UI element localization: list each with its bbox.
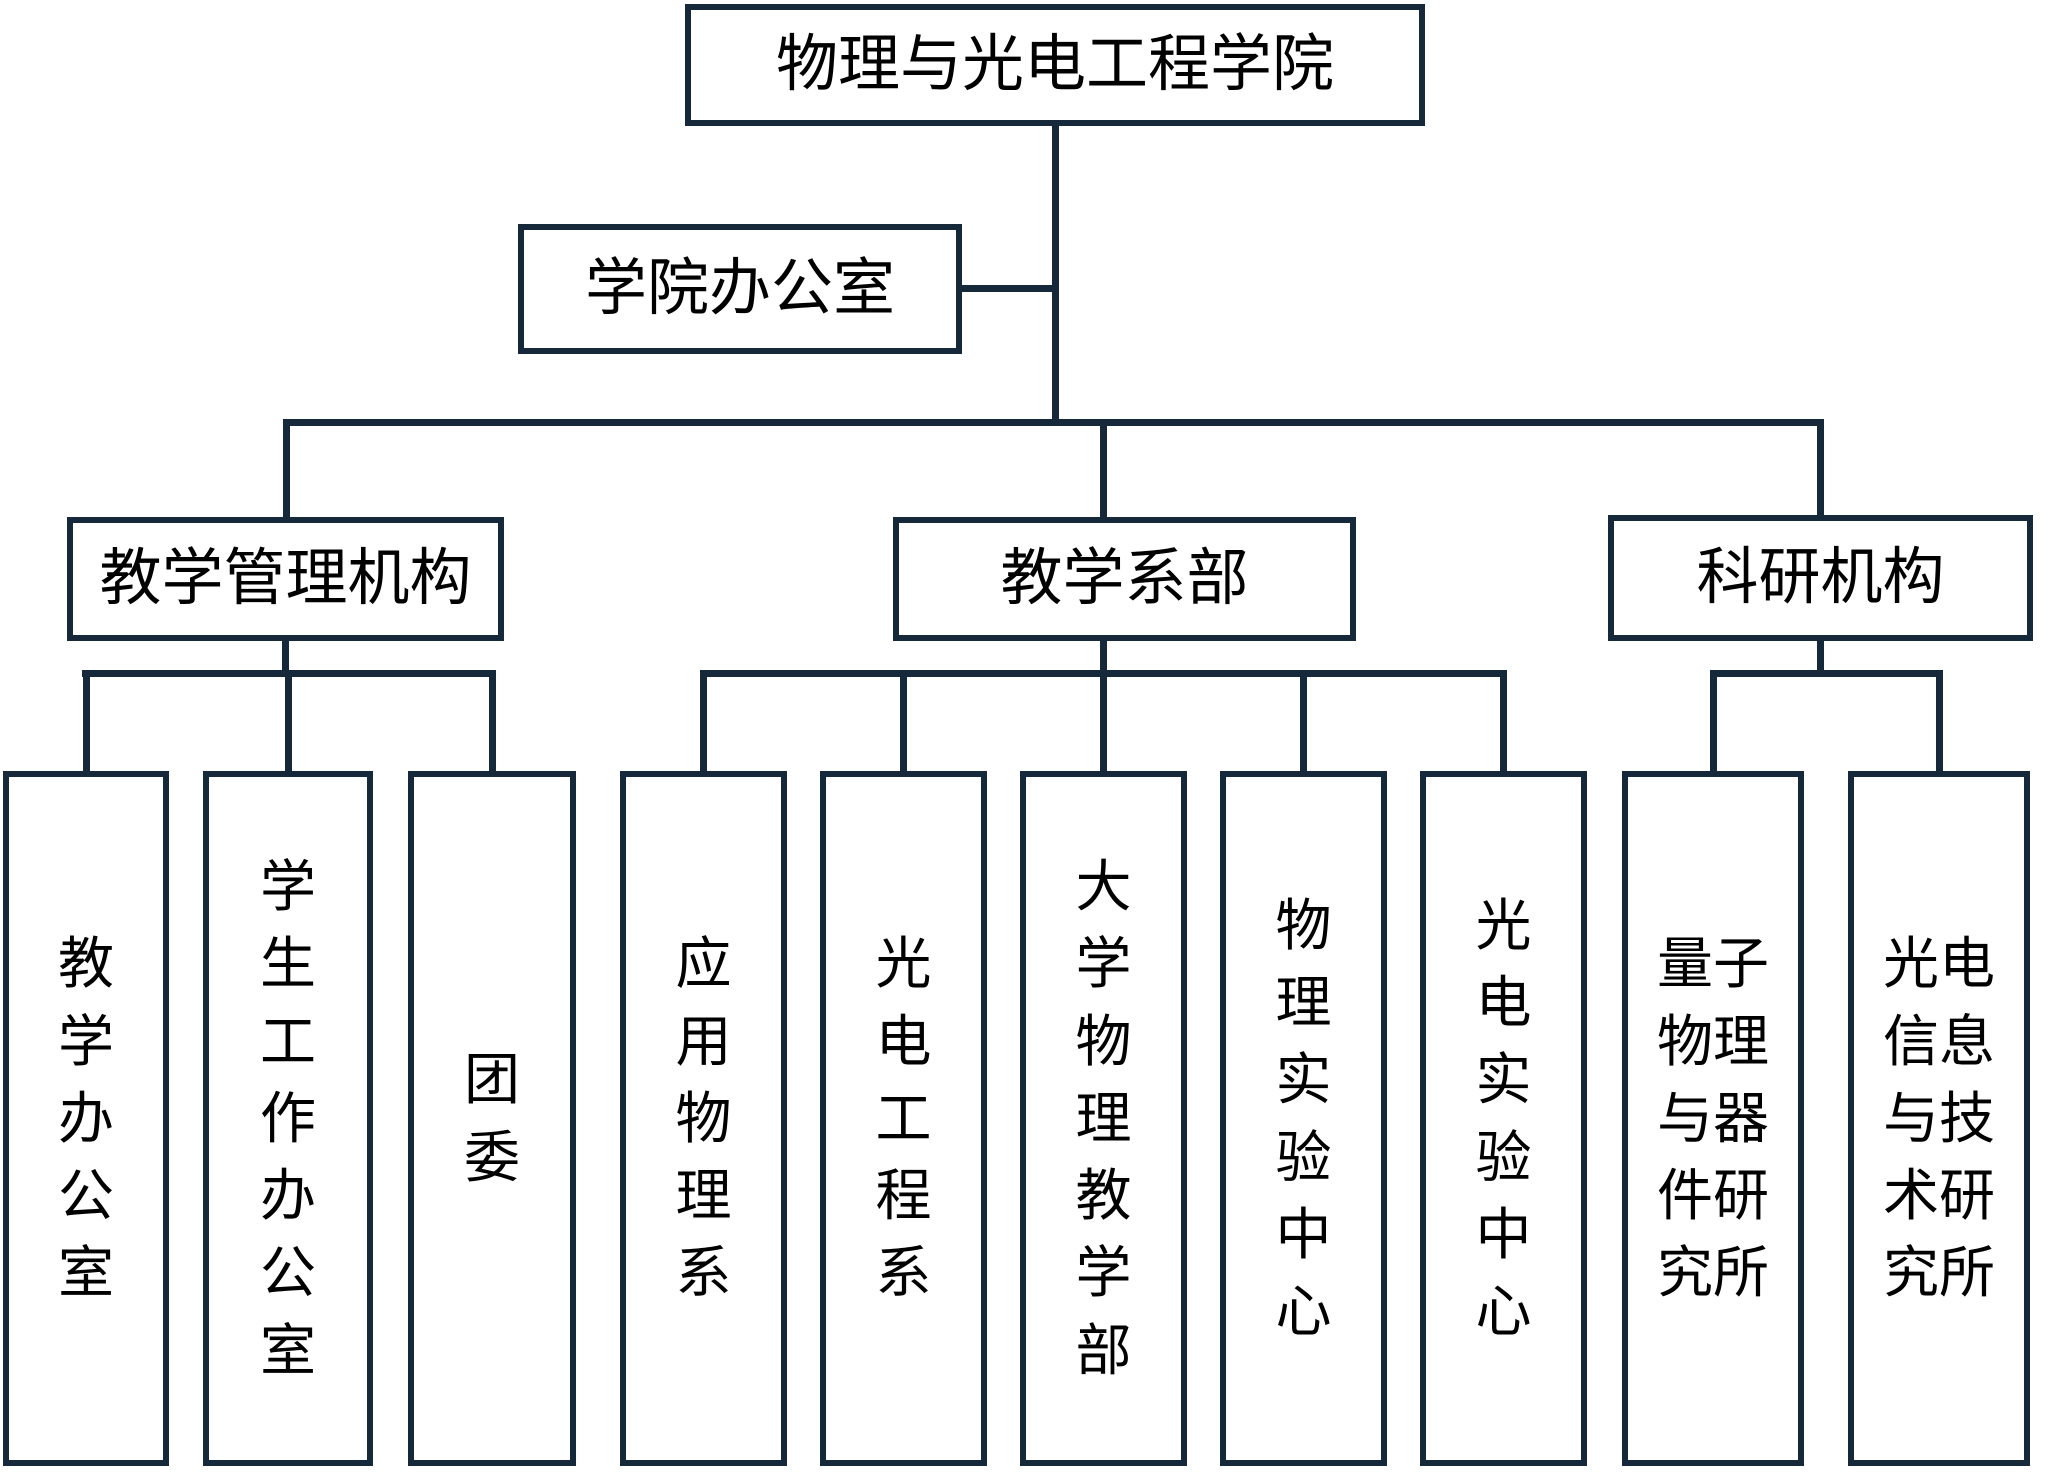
- node-label: 光电信息与技术研究所: [1883, 932, 1995, 1305]
- node-label: 量子物理与器件研究所: [1657, 932, 1769, 1305]
- connector-stub-branch-2: [1817, 641, 1824, 675]
- node-branch-research: 科研机构: [1608, 515, 2033, 641]
- node-leaf-university-physics-teaching: 大学物理教学部: [1020, 771, 1187, 1466]
- node-label: 教学系部: [1000, 543, 1249, 613]
- node-leaf-optoelectronic-experiment-center: 光电实验中心: [1420, 771, 1587, 1466]
- node-label: 大学物理教学部: [1075, 855, 1132, 1382]
- connector-drop-leaf: [900, 674, 907, 771]
- node-college-root: 物理与光电工程学院: [685, 4, 1425, 126]
- node-label: 应用物理系: [675, 932, 732, 1305]
- connector-drop-leaf: [1936, 674, 1943, 771]
- connector-drop-branch-1: [1100, 424, 1107, 517]
- node-leaf-quantum-physics-devices-institute: 量子物理与器件研究所: [1622, 771, 1804, 1466]
- node-label: 学生工作办公室: [260, 855, 316, 1382]
- node-branch-teaching-management: 教学管理机构: [67, 517, 504, 641]
- connector-drop-leaf: [489, 674, 496, 771]
- connector-root-trunk: [1052, 124, 1059, 419]
- connector-office: [958, 285, 1059, 292]
- connector-children-line-0: [82, 670, 496, 677]
- connector-drop-leaf: [83, 674, 90, 771]
- node-label: 科研机构: [1696, 542, 1945, 612]
- node-label: 学院办公室: [584, 253, 895, 323]
- node-label: 光电工程系: [875, 932, 932, 1305]
- node-leaf-student-affairs-office: 学生工作办公室: [203, 771, 373, 1466]
- connector-children-line-2: [1710, 670, 1943, 677]
- node-leaf-applied-physics-dept: 应用物理系: [620, 771, 787, 1466]
- connector-drop-leaf: [1100, 674, 1107, 771]
- node-label: 教学办公室: [58, 932, 114, 1305]
- connector-drop-leaf: [1710, 674, 1717, 771]
- node-label: 教学管理机构: [99, 543, 472, 613]
- node-label: 团委: [464, 1048, 520, 1189]
- node-label: 物理实验中心: [1275, 893, 1332, 1344]
- connector-drop-leaf: [1500, 674, 1507, 771]
- connector-drop-branch-0: [283, 424, 290, 517]
- node-branch-teaching-departments: 教学系部: [893, 517, 1356, 641]
- node-leaf-teaching-office: 教学办公室: [3, 771, 169, 1466]
- connector-drop-leaf: [700, 674, 707, 771]
- node-leaf-optoelectronic-information-institute: 光电信息与技术研究所: [1848, 771, 2030, 1466]
- node-label: 光电实验中心: [1475, 893, 1532, 1344]
- connector-drop-branch-2: [1817, 424, 1824, 515]
- node-label: 物理与光电工程学院: [775, 29, 1334, 99]
- node-college-office: 学院办公室: [518, 224, 962, 354]
- connector-level1-line: [283, 419, 1824, 426]
- connector-stub-branch-0: [282, 641, 289, 675]
- connector-drop-leaf: [285, 674, 292, 771]
- node-leaf-youth-league: 团委: [408, 771, 576, 1466]
- connector-drop-leaf: [1300, 674, 1307, 771]
- node-leaf-optoelectronic-engineering-dept: 光电工程系: [820, 771, 987, 1466]
- node-leaf-physics-experiment-center: 物理实验中心: [1220, 771, 1387, 1466]
- connector-children-line-1: [700, 670, 1507, 677]
- connector-stub-branch-1: [1100, 641, 1107, 675]
